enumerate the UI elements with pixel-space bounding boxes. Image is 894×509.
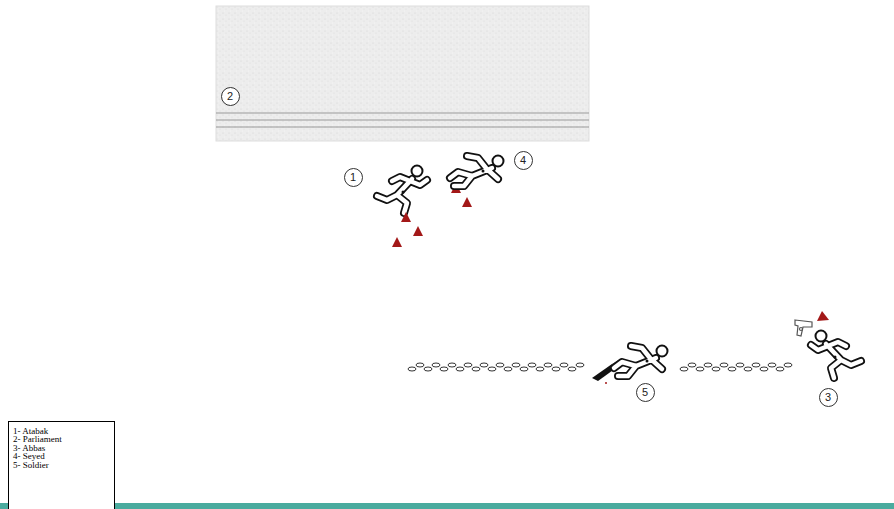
footprint: [680, 367, 688, 371]
footer-bar: [0, 503, 894, 509]
callout-text: 2: [227, 91, 233, 102]
footprint: [480, 363, 488, 367]
footprint: [544, 363, 552, 367]
footprint: [728, 367, 736, 371]
footprint: [504, 367, 512, 371]
pistol: [795, 320, 812, 336]
footprint: [560, 363, 568, 367]
footprint: [432, 363, 440, 367]
legend-entry: 3- Abbas: [13, 444, 110, 452]
footprint: [568, 367, 576, 371]
callout-number: 5: [636, 383, 655, 402]
legend-entry: 2- Parliament: [13, 435, 110, 443]
body-outline: [377, 166, 427, 214]
footprint: [752, 363, 760, 367]
footprint: [576, 363, 584, 367]
callout-text: 1: [350, 172, 356, 183]
footprint: [704, 363, 712, 367]
footprint: [520, 367, 528, 371]
callout-text: 4: [520, 155, 526, 166]
callout-number: 4: [514, 151, 533, 170]
footprint: [472, 367, 480, 371]
footprint: [408, 367, 416, 371]
footprint: [448, 363, 456, 367]
legend-box: 1- Atabak2- Parliament3- Abbas4- Seyed5-…: [8, 421, 115, 509]
footprint: [736, 363, 744, 367]
footprint: [536, 367, 544, 371]
callout-text: 3: [825, 392, 831, 403]
footprint: [760, 367, 768, 371]
parliament-building: [216, 6, 589, 141]
legend-entry: 4- Seyed: [13, 452, 110, 460]
footprint: [424, 367, 432, 371]
footprint: [456, 367, 464, 371]
blood-marks: [392, 183, 829, 321]
footprint: [528, 363, 536, 367]
footprint: [696, 367, 704, 371]
footprint: [552, 367, 560, 371]
footprint: [688, 363, 696, 367]
footprint: [720, 363, 728, 367]
footprint: [488, 367, 496, 371]
footprint: [496, 363, 504, 367]
callout-number: 3: [819, 388, 838, 407]
callout-text: 5: [642, 387, 648, 398]
footprint: [512, 363, 520, 367]
footprint: [744, 367, 752, 371]
body-outline: [450, 156, 504, 187]
callout-number: 2: [221, 87, 240, 106]
footprint: [464, 363, 472, 367]
legend-entry: 5- Soldier: [13, 461, 110, 469]
footprints: [408, 363, 792, 371]
footprint: [416, 363, 424, 367]
parliament-steps: [216, 113, 589, 127]
footprint: [440, 367, 448, 371]
body-outline: [614, 346, 668, 377]
legend-entry: 1- Atabak: [13, 427, 110, 435]
footprint: [768, 363, 776, 367]
footprint: [784, 363, 792, 367]
body-outline: [811, 331, 861, 379]
footprint: [776, 367, 784, 371]
callout-number: 1: [344, 168, 363, 187]
footprint: [712, 367, 720, 371]
